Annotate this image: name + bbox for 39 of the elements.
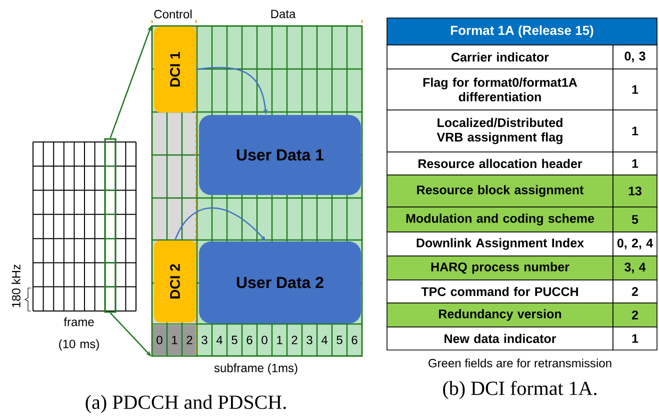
subframe-number: 0 [156,336,162,344]
subframe-number: 3 [202,336,208,344]
table-cell: 5 [612,206,658,232]
axis-label: frame (10 ms) [59,317,99,351]
user-data-box: User Data 2 [199,242,361,324]
column-label: Data [271,10,296,18]
subframe-number: 4 [216,336,222,344]
caption: (b) DCI format 1A. [443,380,596,400]
subframe-number: 2 [292,336,298,344]
table-cell: 1 [612,326,658,350]
dci-box: DCI 2 [154,240,196,322]
table-cell: 3, 4 [612,256,658,280]
dci-box: DCI 1 [154,26,196,112]
subframe-number: 2 [186,336,192,344]
table-cell: 0, 3 [612,44,658,70]
table-note: Green fields are for retransmission [428,358,612,368]
table-header: Format 1A (Release 15) [386,18,658,46]
table-cell: 2 [612,302,658,328]
subframe-number: 1 [277,336,282,344]
table-cell: 1 [612,152,658,176]
table-cell: 1 [612,68,658,110]
caption: (a) PDCCH and PDSCH. [86,394,286,414]
table-cell: 13 [612,174,658,208]
table-cell: 2 [612,280,658,304]
column-label: Control [154,10,192,18]
subframe-number: 5 [336,336,342,344]
subframe-number: 5 [232,336,238,344]
axis-label: subframe (1ms) [214,363,298,375]
subframe-number: 4 [321,336,328,344]
highlighted-column [104,138,116,313]
bandwidth-label: 180 kHz [12,264,20,308]
table-cell: 0, 2, 4 [612,232,658,256]
user-data-box: User Data 1 [199,115,361,195]
subframe-number: 1 [172,336,178,344]
subframe-number: 3 [306,336,312,344]
subframe-number: 6 [246,336,252,344]
subframe-number: 0 [262,336,268,344]
subframe-number: 6 [352,336,358,344]
table-cell: 1 [612,110,658,152]
